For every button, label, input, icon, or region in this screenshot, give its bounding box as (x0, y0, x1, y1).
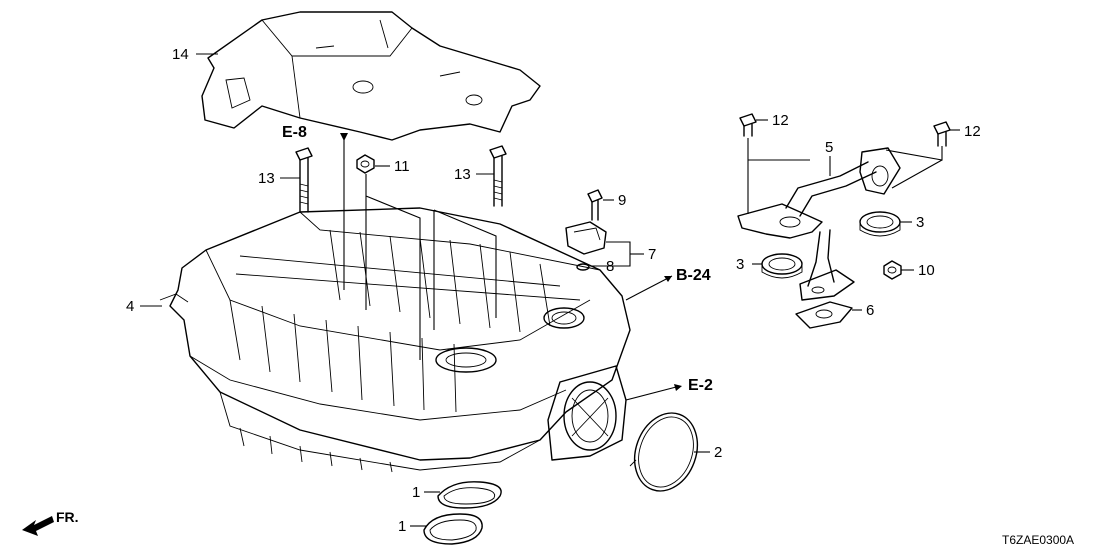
bolt-part-13-left (295, 147, 313, 213)
reference-e8: E-8 (282, 124, 307, 141)
bolt-part-12-left (739, 113, 757, 137)
callout-labels: 14 13 13 11 9 7 8 4 12 12 5 3 3 10 6 2 1… (126, 46, 981, 535)
callout-3-left: 3 (736, 256, 744, 273)
callout-13-right: 13 (454, 166, 471, 183)
nut-part-11 (356, 154, 375, 174)
pipe-part-5 (737, 147, 901, 301)
nut-part-10 (883, 260, 902, 280)
seal-part-3-left (761, 253, 803, 279)
callout-4: 4 (126, 298, 134, 315)
front-direction-indicator: FR. (22, 509, 79, 536)
reference-labels: E-8 B-24 E-2 (282, 124, 713, 394)
callout-5: 5 (825, 139, 833, 156)
callout-1-lower: 1 (398, 518, 406, 535)
callout-3-right: 3 (916, 214, 924, 231)
callout-9: 9 (618, 192, 626, 209)
callout-10: 10 (918, 262, 935, 279)
callout-1-upper: 1 (412, 484, 420, 501)
callout-11: 11 (394, 158, 410, 175)
gasket-part-1-upper (437, 481, 502, 509)
reference-e2: E-2 (688, 377, 713, 394)
callout-6: 6 (866, 302, 874, 319)
callout-14: 14 (172, 46, 189, 63)
callout-7: 7 (648, 246, 656, 263)
reference-b24: B-24 (676, 267, 711, 284)
callout-8: 8 (606, 258, 614, 275)
sensor-part-7 (565, 221, 607, 255)
engine-cover-part-14 (201, 11, 541, 141)
gasket-part-6 (795, 301, 853, 329)
callout-12-right: 12 (964, 123, 981, 140)
o-ring-part-8 (576, 263, 590, 271)
gasket-part-1-lower (423, 513, 483, 545)
bolt-part-13-right (489, 145, 507, 207)
callout-13-left: 13 (258, 170, 275, 187)
diagram-code: T6ZAE0300A (1002, 533, 1074, 547)
front-arrow-icon (22, 516, 54, 536)
direction-label: FR. (56, 509, 79, 525)
leader-lines (140, 53, 960, 527)
callout-2: 2 (714, 444, 722, 461)
intake-manifold-part-4 (159, 207, 631, 473)
seal-part-3-right (859, 211, 901, 237)
bolt-part-9 (587, 189, 603, 221)
bolt-part-12-right (933, 121, 951, 147)
callout-12-left: 12 (772, 112, 789, 129)
gasket-part-2 (629, 412, 699, 492)
